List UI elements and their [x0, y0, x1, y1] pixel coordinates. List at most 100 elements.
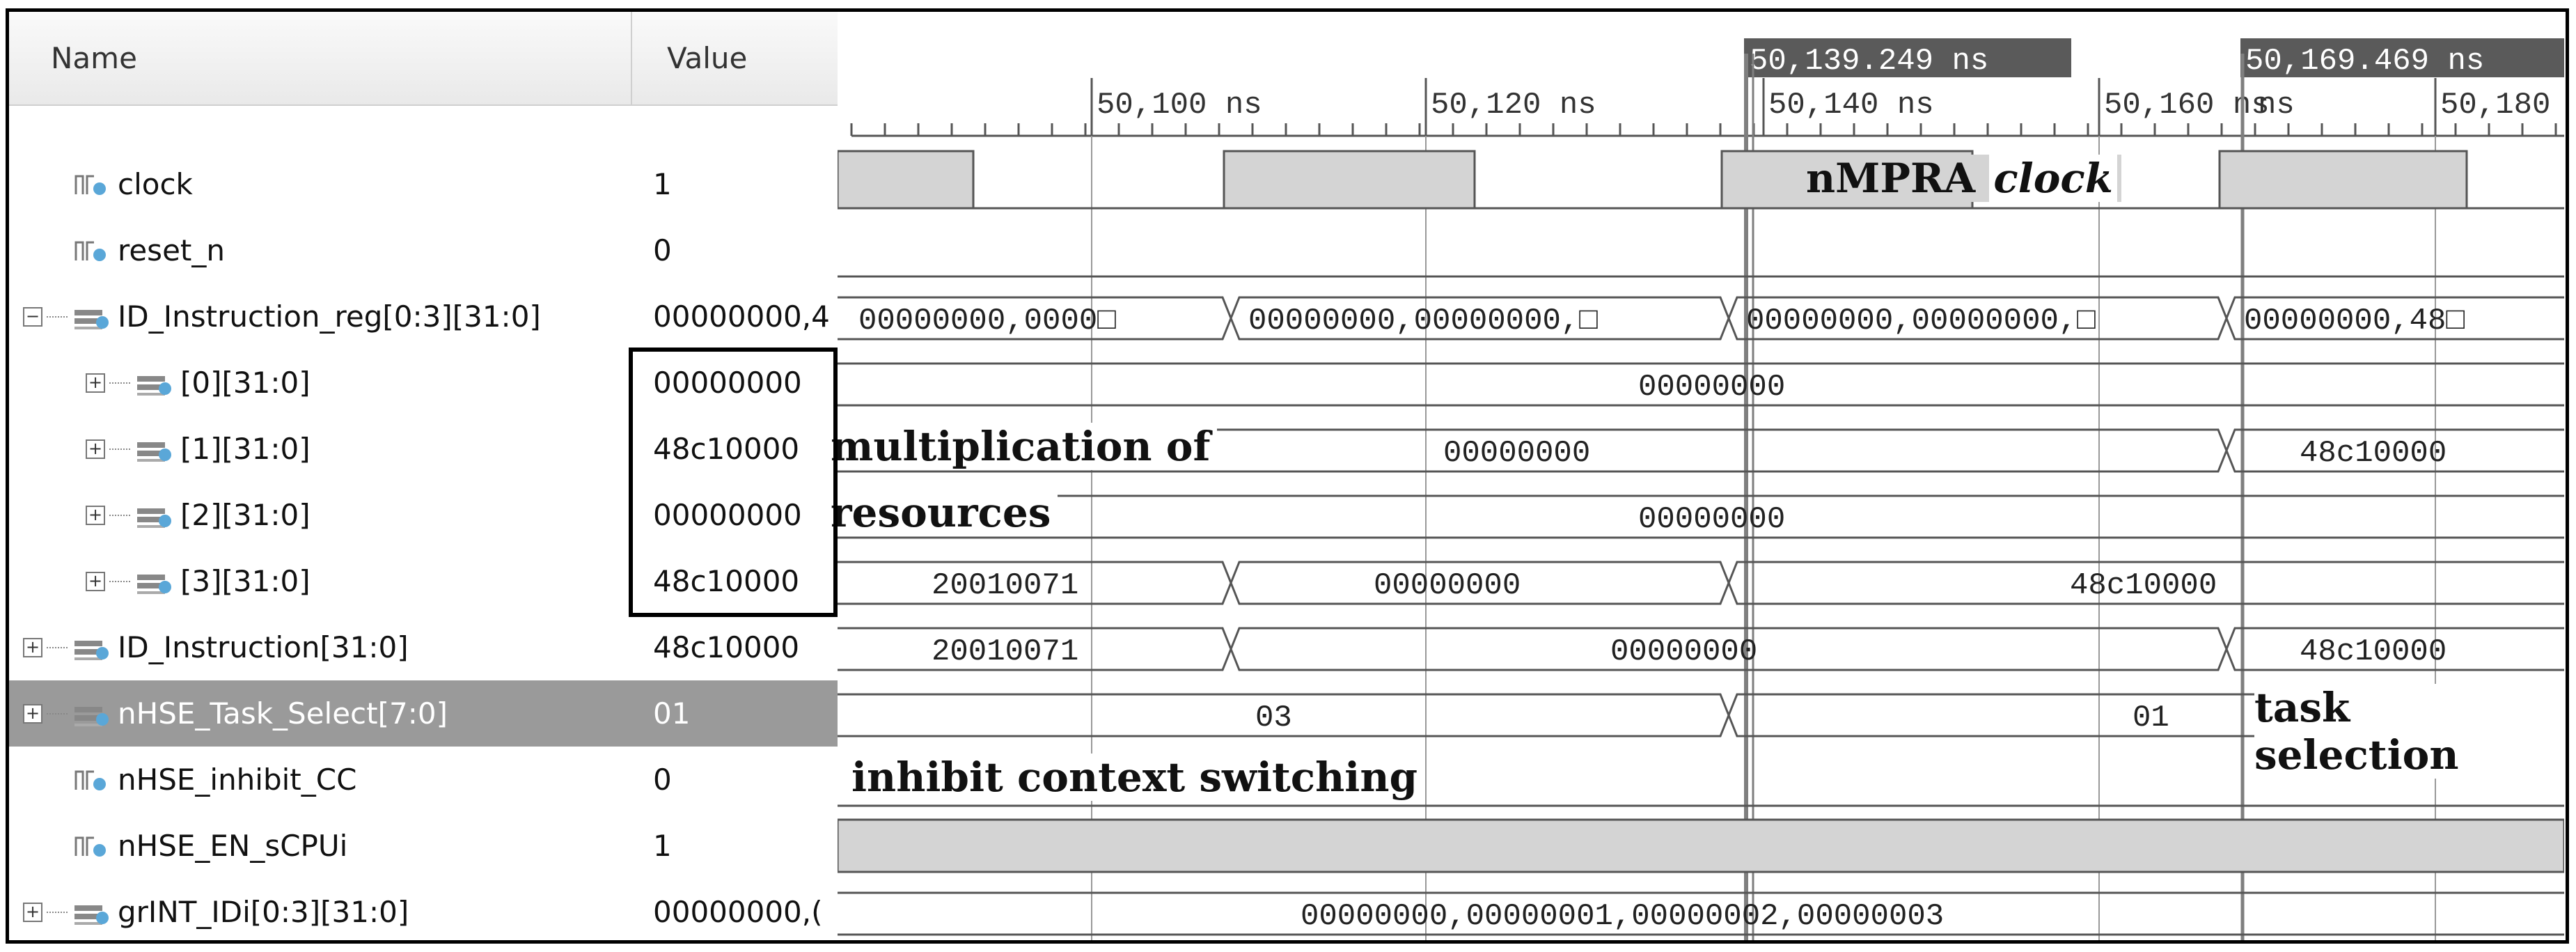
cursor-1[interactable]: 50,139.249 ns [1744, 38, 2071, 944]
tick-label-50120: 50,120 ns [1431, 88, 1596, 123]
signal-row[interactable]: nHSE_EN_sCPUi [9, 813, 646, 879]
waveform-area[interactable]: 50,100 ns 50,120 ns 50,140 ns 50,160 ns … [831, 12, 2566, 940]
signal-name: ID_Instruction_reg[0:3][31:0] [118, 299, 541, 334]
clock-high-1 [836, 150, 975, 210]
waveform-canvas[interactable]: 50,100 ns 50,120 ns 50,140 ns 50,160 ns … [836, 12, 2566, 944]
bus-value-label: 00000000 [1610, 634, 1757, 669]
bus-value-label: 00000000 [1443, 436, 1590, 471]
signal-name: ID_Instruction[31:0] [118, 630, 409, 664]
timeline-ruler[interactable]: 50,100 ns 50,120 ns 50,140 ns 50,160 ns … [850, 78, 2564, 137]
wave-reg-2[interactable]: 00000000 [838, 494, 2564, 539]
signal-row[interactable]: + [2][31:0] [9, 482, 709, 548]
tree-connector [109, 382, 130, 384]
signal-value: 0 [653, 763, 672, 797]
wave-clock[interactable] [836, 150, 2564, 210]
expand-icon[interactable]: + [86, 373, 105, 393]
value-column-header[interactable]: Value [632, 12, 838, 106]
bus-signal-icon [134, 435, 173, 463]
bus-value-label: 01 [2133, 701, 2169, 735]
wave-grint-idi[interactable]: 00000000,00000001,00000002,00000003 [838, 891, 2564, 936]
bus-segment [838, 494, 2564, 539]
cursor-2-label: 50,169.469 ns [2245, 44, 2484, 79]
signal-value: 00000000 [653, 498, 802, 532]
expand-icon[interactable]: + [23, 902, 42, 922]
wave-reg-1[interactable]: 00000000 48c10000 [838, 428, 2564, 473]
bus-signal-icon [134, 568, 173, 595]
expand-icon[interactable]: + [23, 637, 42, 657]
bus-value-label: 03 [1255, 701, 1292, 735]
child-values-highlight-box [629, 348, 838, 617]
time-gridlines [1091, 136, 2436, 940]
signal-row[interactable]: reset_n [9, 217, 646, 283]
signal-row[interactable]: nHSE_inhibit_CC [9, 747, 646, 813]
wave-id-instruction-reg[interactable]: 00000000,0000□00000000,00000000,□0000000… [838, 296, 2564, 341]
tree-connector [109, 448, 130, 450]
annotation-nmpra-clock: nMPRA clock [1802, 155, 2121, 202]
tree-connector [47, 646, 68, 648]
signal-name: nHSE_Task_Select[7:0] [118, 696, 448, 731]
clock-high-4 [2218, 150, 2468, 210]
bus-value-label: 20010071 [932, 568, 1078, 603]
bit-signal-icon [72, 832, 111, 860]
expand-icon[interactable]: + [86, 439, 105, 459]
bus-signal-icon [134, 369, 173, 397]
signal-row[interactable]: + ID_Instruction[31:0] [9, 614, 646, 680]
signal-row[interactable]: + [0][31:0] [9, 350, 709, 416]
signal-row[interactable]: + [3][31:0] [9, 548, 709, 614]
name-header-label: Name [51, 41, 137, 75]
bus-segment [1727, 561, 2564, 605]
bus-segment [2225, 627, 2564, 671]
signal-name: clock [118, 167, 193, 201]
signal-name: [2][31:0] [180, 498, 311, 532]
tree-connector [47, 315, 68, 318]
waveform-window: Name Value clock reset_n − ID_Instruction_r… [6, 8, 2569, 944]
expand-icon[interactable]: + [86, 571, 105, 591]
cursor-1-label-bg [1744, 38, 2071, 77]
signal-name: nHSE_inhibit_CC [118, 763, 357, 797]
tick-label-50180: 50,180 [2440, 88, 2550, 123]
signal-value: 00000000 [653, 366, 802, 400]
bus-value-label: 00000000 [1374, 568, 1521, 603]
ruler-minor-ticks [850, 123, 2557, 136]
bit-signal-icon [72, 171, 111, 198]
tree-connector [47, 911, 68, 913]
expand-icon[interactable]: + [23, 703, 42, 724]
signal-value: 1 [653, 167, 672, 201]
signal-row[interactable]: + [1][31:0] [9, 416, 709, 482]
signal-name: [0][31:0] [180, 366, 311, 400]
collapse-icon[interactable]: − [23, 306, 42, 327]
wave-reg-0[interactable]: 00000000 [838, 362, 2564, 407]
tick-label-50140: 50,140 ns [1768, 88, 1934, 123]
bus-value-label: 48c10000 [2300, 436, 2447, 471]
bus-signal-icon [72, 303, 111, 331]
cursor-1-label: 50,139.249 ns [1750, 44, 1988, 79]
bus-value-label: 48c10000 [2300, 634, 2447, 669]
bus-value-label: 00000000,48□ [2244, 304, 2465, 338]
signal-row[interactable]: − ID_Instruction_reg[0:3][31:0] [9, 283, 646, 350]
signal-name: [3][31:0] [180, 564, 311, 598]
bus-segment [2225, 428, 2564, 473]
expand-icon[interactable]: + [86, 505, 105, 525]
signal-row[interactable]: +grINT_IDi[0:3][31:0] [9, 879, 646, 940]
bus-segment [838, 891, 2564, 936]
bus-signal-icon [72, 700, 111, 728]
annotation-clock: clock [1989, 155, 2117, 202]
signal-value: 00000000,4 [653, 299, 830, 334]
bus-waves: 00000000,0000□00000000,00000000,□0000000… [838, 296, 2564, 936]
bus-value-label: 00000000,00000001,00000002,00000003 [1301, 899, 1944, 934]
signal-row[interactable]: + nHSE_Task_Select[7:0] [9, 680, 646, 747]
wave-id-instruction[interactable]: 20010071 00000000 48c10000 [838, 627, 2564, 671]
bus-value-label: 00000000,0000□ [858, 304, 1116, 338]
signal-name: [1][31:0] [180, 432, 311, 466]
bus-value-label: 20010071 [932, 634, 1078, 669]
annotation-task-selection: task selection [2254, 684, 2566, 779]
signal-row[interactable]: clock [9, 151, 646, 217]
bus-segment [2225, 296, 2564, 341]
signal-value: 48c10000 [653, 564, 800, 598]
signal-value: 0 [653, 233, 672, 267]
signal-value: 1 [653, 829, 672, 863]
clock-high-2 [1223, 150, 1476, 210]
wave-nhse-en-scpui[interactable] [836, 818, 2566, 873]
name-column-header[interactable]: Name [9, 12, 632, 106]
